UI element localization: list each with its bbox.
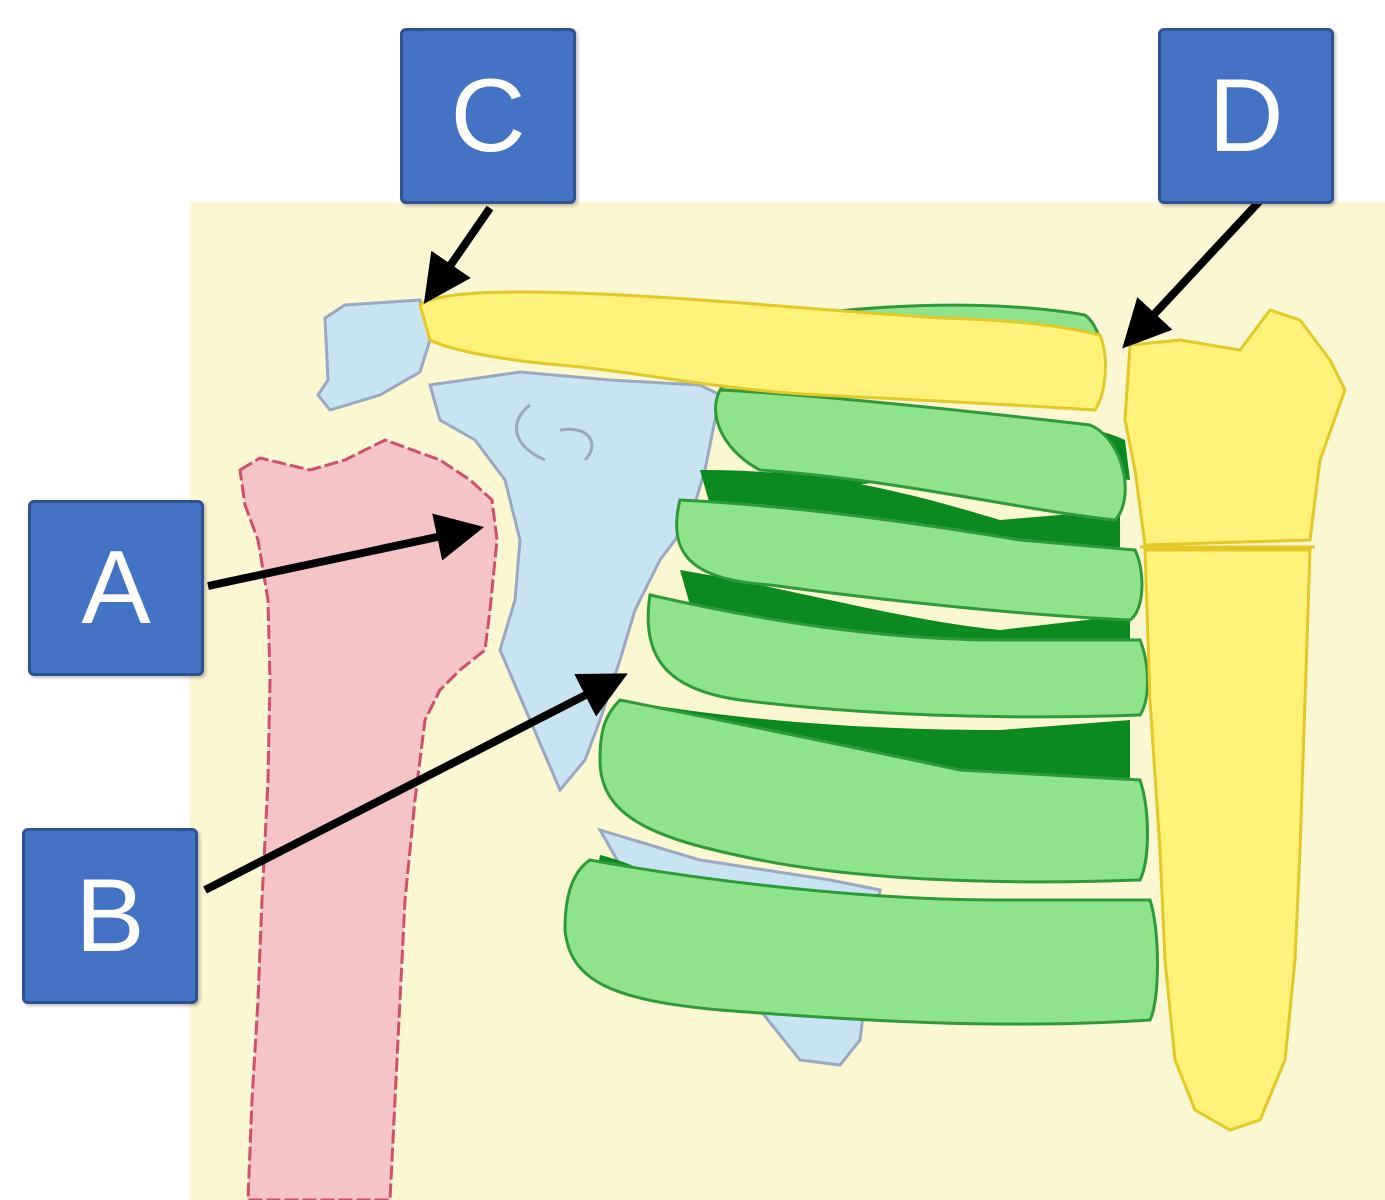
label-b-text: B [75, 857, 145, 974]
pointer-arrows [203, 187, 1273, 894]
label-c-text: C [450, 57, 526, 174]
label-a-text: A [81, 529, 151, 646]
arrow-b [203, 673, 628, 894]
label-c: C [400, 28, 576, 204]
label-b: B [22, 828, 198, 1004]
arrow-c [423, 205, 494, 304]
clavicle [418, 290, 1107, 412]
humerus [238, 438, 499, 1200]
label-d-text: D [1208, 57, 1284, 174]
label-a: A [28, 500, 204, 676]
label-d: D [1158, 28, 1334, 204]
sternum [1123, 308, 1347, 1132]
ribcage [563, 303, 1159, 1026]
arrow-d [1122, 187, 1273, 349]
arrow-a [207, 513, 485, 590]
